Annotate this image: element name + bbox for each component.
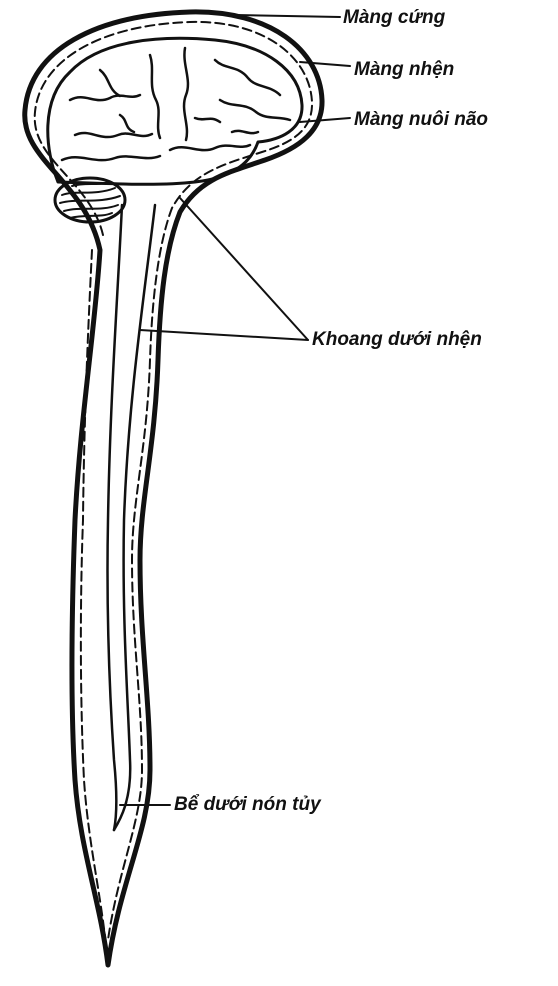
label-subarachnoid-space: Khoang dưới nhện: [312, 330, 482, 349]
label-pia-mater: Màng nuôi não: [354, 110, 488, 129]
cerebellum: [55, 178, 125, 222]
leader-arachnoid: [300, 62, 350, 66]
label-dura-mater: Màng cứng: [343, 8, 445, 27]
leader-pia: [300, 118, 350, 122]
label-lumbar-cistern: Bể dưới nón tủy: [174, 795, 321, 814]
spinal-cord: [107, 205, 122, 830]
leader-subarachnoid-top: [180, 198, 308, 340]
label-arachnoid-mater: Màng nhện: [354, 60, 454, 79]
dura-outline: [25, 12, 322, 965]
leader-dura: [236, 15, 340, 17]
leader-subarachnoid-mid: [140, 330, 308, 340]
brain-gyri: [62, 48, 290, 160]
